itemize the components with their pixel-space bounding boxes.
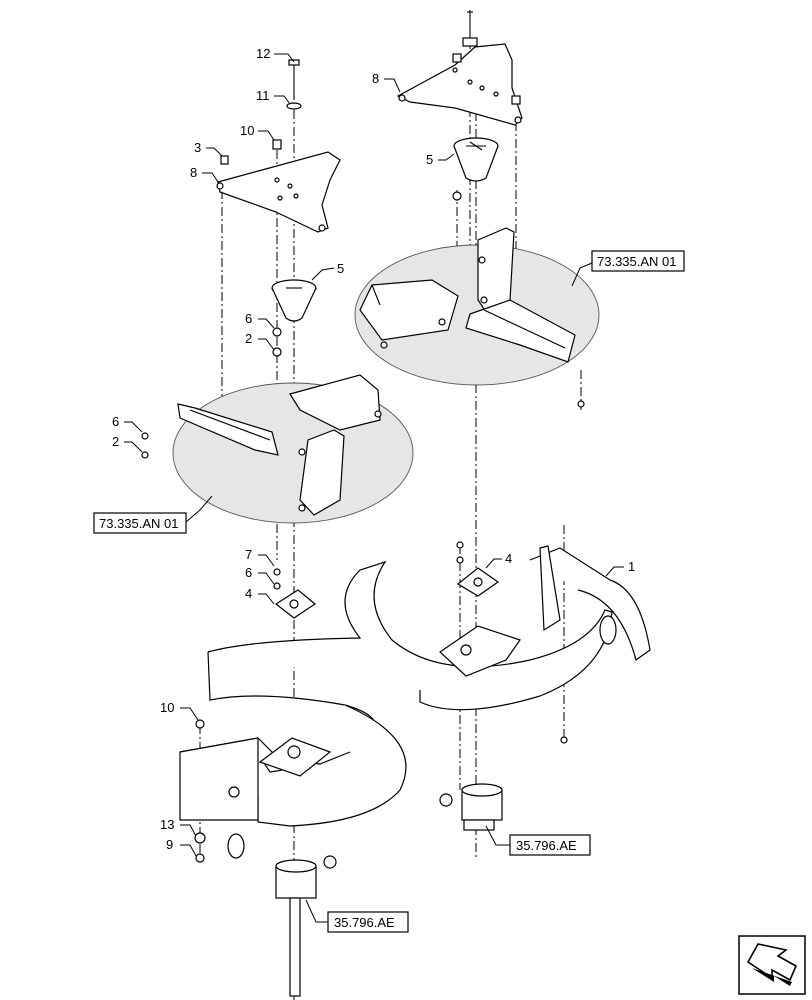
ref-text-motor-left: 35.796.AE <box>334 915 395 930</box>
hydraulic-motor-right <box>439 783 503 831</box>
isolator-mount-right <box>452 137 499 201</box>
isolator-mount-left <box>271 279 317 357</box>
mount-pad-right <box>456 541 500 597</box>
callout-4: 4 <box>505 551 512 566</box>
main-frame <box>179 545 651 859</box>
callout-10: 10 <box>160 700 174 715</box>
detail-view-right <box>354 227 600 408</box>
ref-box-motor-left[interactable]: 35.796.AE <box>327 911 409 933</box>
callout-6: 6 <box>112 414 119 429</box>
callout-10: 10 <box>240 123 254 138</box>
callout-7: 7 <box>245 547 252 562</box>
next-page-arrow-icon[interactable] <box>738 935 806 995</box>
callout-9: 9 <box>166 837 173 852</box>
callout-labels: 12 11 10 3 8 5 6 2 6 2 8 5 7 6 4 4 1 10 … <box>112 46 635 852</box>
mount-pad-left <box>273 568 317 619</box>
callout-8: 8 <box>372 71 379 86</box>
ref-text-detail-left: 73.335.AN 01 <box>99 516 179 531</box>
detail-view-left <box>141 374 414 524</box>
callout-4: 4 <box>245 586 252 601</box>
hydraulic-motor-left <box>275 855 337 997</box>
callout-8: 8 <box>190 165 197 180</box>
callout-2: 2 <box>245 331 252 346</box>
ref-box-detail-left[interactable]: 73.335.AN 01 <box>93 512 187 534</box>
callout-3: 3 <box>194 140 201 155</box>
callout-11: 11 <box>256 88 270 103</box>
callout-5: 5 <box>337 261 344 276</box>
callout-13: 13 <box>160 817 174 832</box>
leader-lines <box>124 53 624 923</box>
ref-text-detail-right: 73.335.AN 01 <box>597 254 677 269</box>
bolt-washer-left <box>194 719 206 863</box>
mount-plate-left <box>216 59 341 233</box>
ref-box-motor-right[interactable]: 35.796.AE <box>509 834 591 856</box>
callout-6: 6 <box>245 565 252 580</box>
callout-12: 12 <box>256 46 270 61</box>
ref-text-motor-right: 35.796.AE <box>516 838 577 853</box>
callout-6: 6 <box>245 311 252 326</box>
ref-box-detail-right[interactable]: 73.335.AN 01 <box>591 250 685 272</box>
callout-2: 2 <box>112 434 119 449</box>
mount-plate-right <box>396 10 523 126</box>
callout-1: 1 <box>628 559 635 574</box>
callout-5: 5 <box>426 152 433 167</box>
